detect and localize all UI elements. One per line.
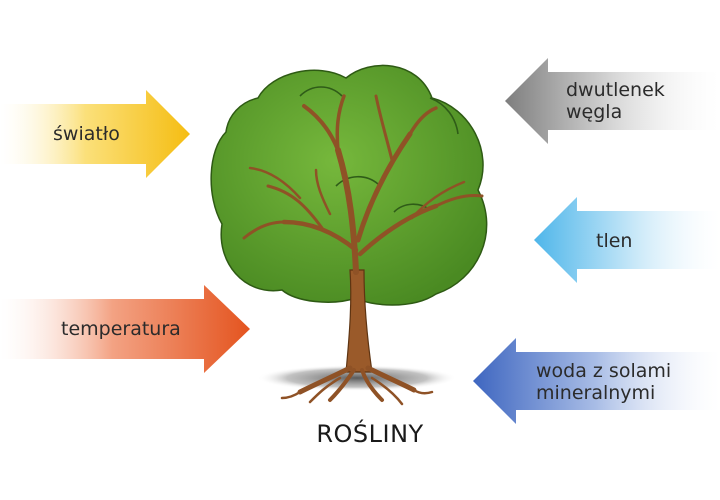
- label-oxygen: tlen: [596, 230, 633, 252]
- tree-branches: [242, 94, 484, 275]
- arrow-temperature: [0, 285, 250, 373]
- label-temperature: temperatura: [61, 318, 181, 340]
- label-carbon-dioxide-line2: węgla: [566, 101, 623, 123]
- arrow-oxygen: [534, 197, 720, 283]
- label-water-line1: woda z solami: [536, 360, 672, 382]
- label-light: światło: [53, 123, 120, 145]
- tree-trunk: [345, 269, 373, 373]
- crown-detail: [429, 97, 459, 135]
- diagram-title: ROŚLINY: [316, 420, 424, 448]
- crown-detail: [299, 86, 343, 97]
- arrow-water-minerals: [473, 338, 720, 424]
- arrow-light: [0, 90, 190, 178]
- tree-roots: [280, 365, 434, 406]
- label-water-line2: mineralnymi: [536, 382, 656, 404]
- label-carbon-dioxide-line1: dwutlenek: [566, 79, 665, 101]
- crown-detail: [335, 175, 379, 187]
- arrow-carbon-dioxide: [505, 58, 720, 144]
